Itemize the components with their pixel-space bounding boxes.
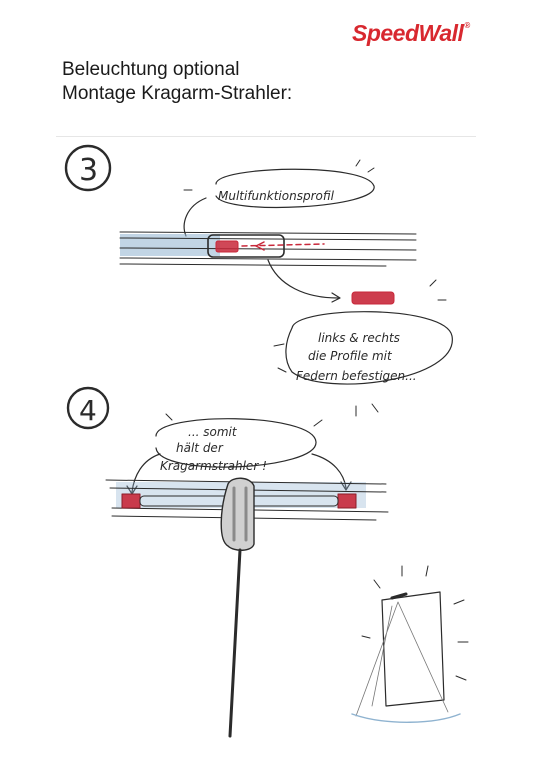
note-3-line-2: die Profile mit [308, 349, 393, 363]
profile-label: Multifunktionsprofil [218, 189, 335, 203]
assembly-sketch: 3 Multifunktionsprofil links [64, 144, 469, 738]
step-3-circle [64, 144, 112, 192]
note-bubble-3 [285, 311, 453, 385]
note-3-line-3: Federn befestigen... [296, 369, 417, 383]
lamp-bracket-shade [232, 486, 248, 542]
note-3-line-1: links & rechts [318, 331, 400, 345]
note-4-line-2: hält der [176, 441, 224, 455]
spring-clip-detail [351, 291, 395, 305]
spring-clip-red [215, 240, 239, 253]
speedwall-logo: SpeedWall® [352, 22, 470, 45]
profile-label-bubble [215, 168, 375, 209]
step-4-number: 4 [79, 394, 97, 427]
sparkle-4a [165, 413, 323, 427]
arrow-to-clip-head [331, 292, 341, 303]
note-bubble-4 [155, 418, 317, 468]
profile-rail-fill [120, 234, 220, 256]
arrow-right-head [340, 481, 352, 491]
note-4-line-1: ... somit [188, 425, 238, 439]
sketch-top-border [56, 136, 476, 137]
page-title: Beleuchtung optional Montage Kragarm-Str… [62, 58, 292, 106]
clip-right [337, 493, 357, 509]
panel-lamp [390, 592, 408, 600]
logo-text: SpeedWall [352, 20, 464, 46]
panel-rays [361, 565, 469, 681]
ground-shading [351, 713, 461, 723]
sparkle-3c [429, 279, 447, 301]
arrow-right-clip [311, 453, 347, 489]
registered-mark: ® [464, 21, 470, 30]
sparkle-3a [355, 159, 375, 173]
clip-left [121, 493, 141, 509]
sparkle-3e [355, 403, 379, 417]
lamp-bracket [220, 477, 255, 551]
note-4-line-3: Kragarmstrahler ! [160, 459, 267, 473]
lamp-arm [228, 548, 242, 738]
red-dashed-arrow [241, 243, 325, 247]
step-3-group: 3 Multifunktionsprofil links [64, 144, 453, 417]
sparkle-3d [273, 343, 287, 373]
panel-sketch [381, 591, 445, 707]
step-3-number: 3 [79, 153, 98, 188]
arrow-label-to-profile [183, 197, 207, 237]
step-4-circle [66, 386, 110, 430]
arrow-to-clip [267, 259, 339, 299]
insert-slot [207, 234, 285, 258]
title-line-1: Beleuchtung optional [62, 59, 240, 80]
panel-light-cone [355, 601, 449, 717]
step-4-group: 4 ... somit hält der Kragarmstrahler ! [66, 386, 469, 738]
red-arrow-head [255, 241, 265, 251]
title-line-2: Montage Kragarm-Strahler: [62, 83, 293, 104]
profile-rail-lines [119, 231, 417, 267]
